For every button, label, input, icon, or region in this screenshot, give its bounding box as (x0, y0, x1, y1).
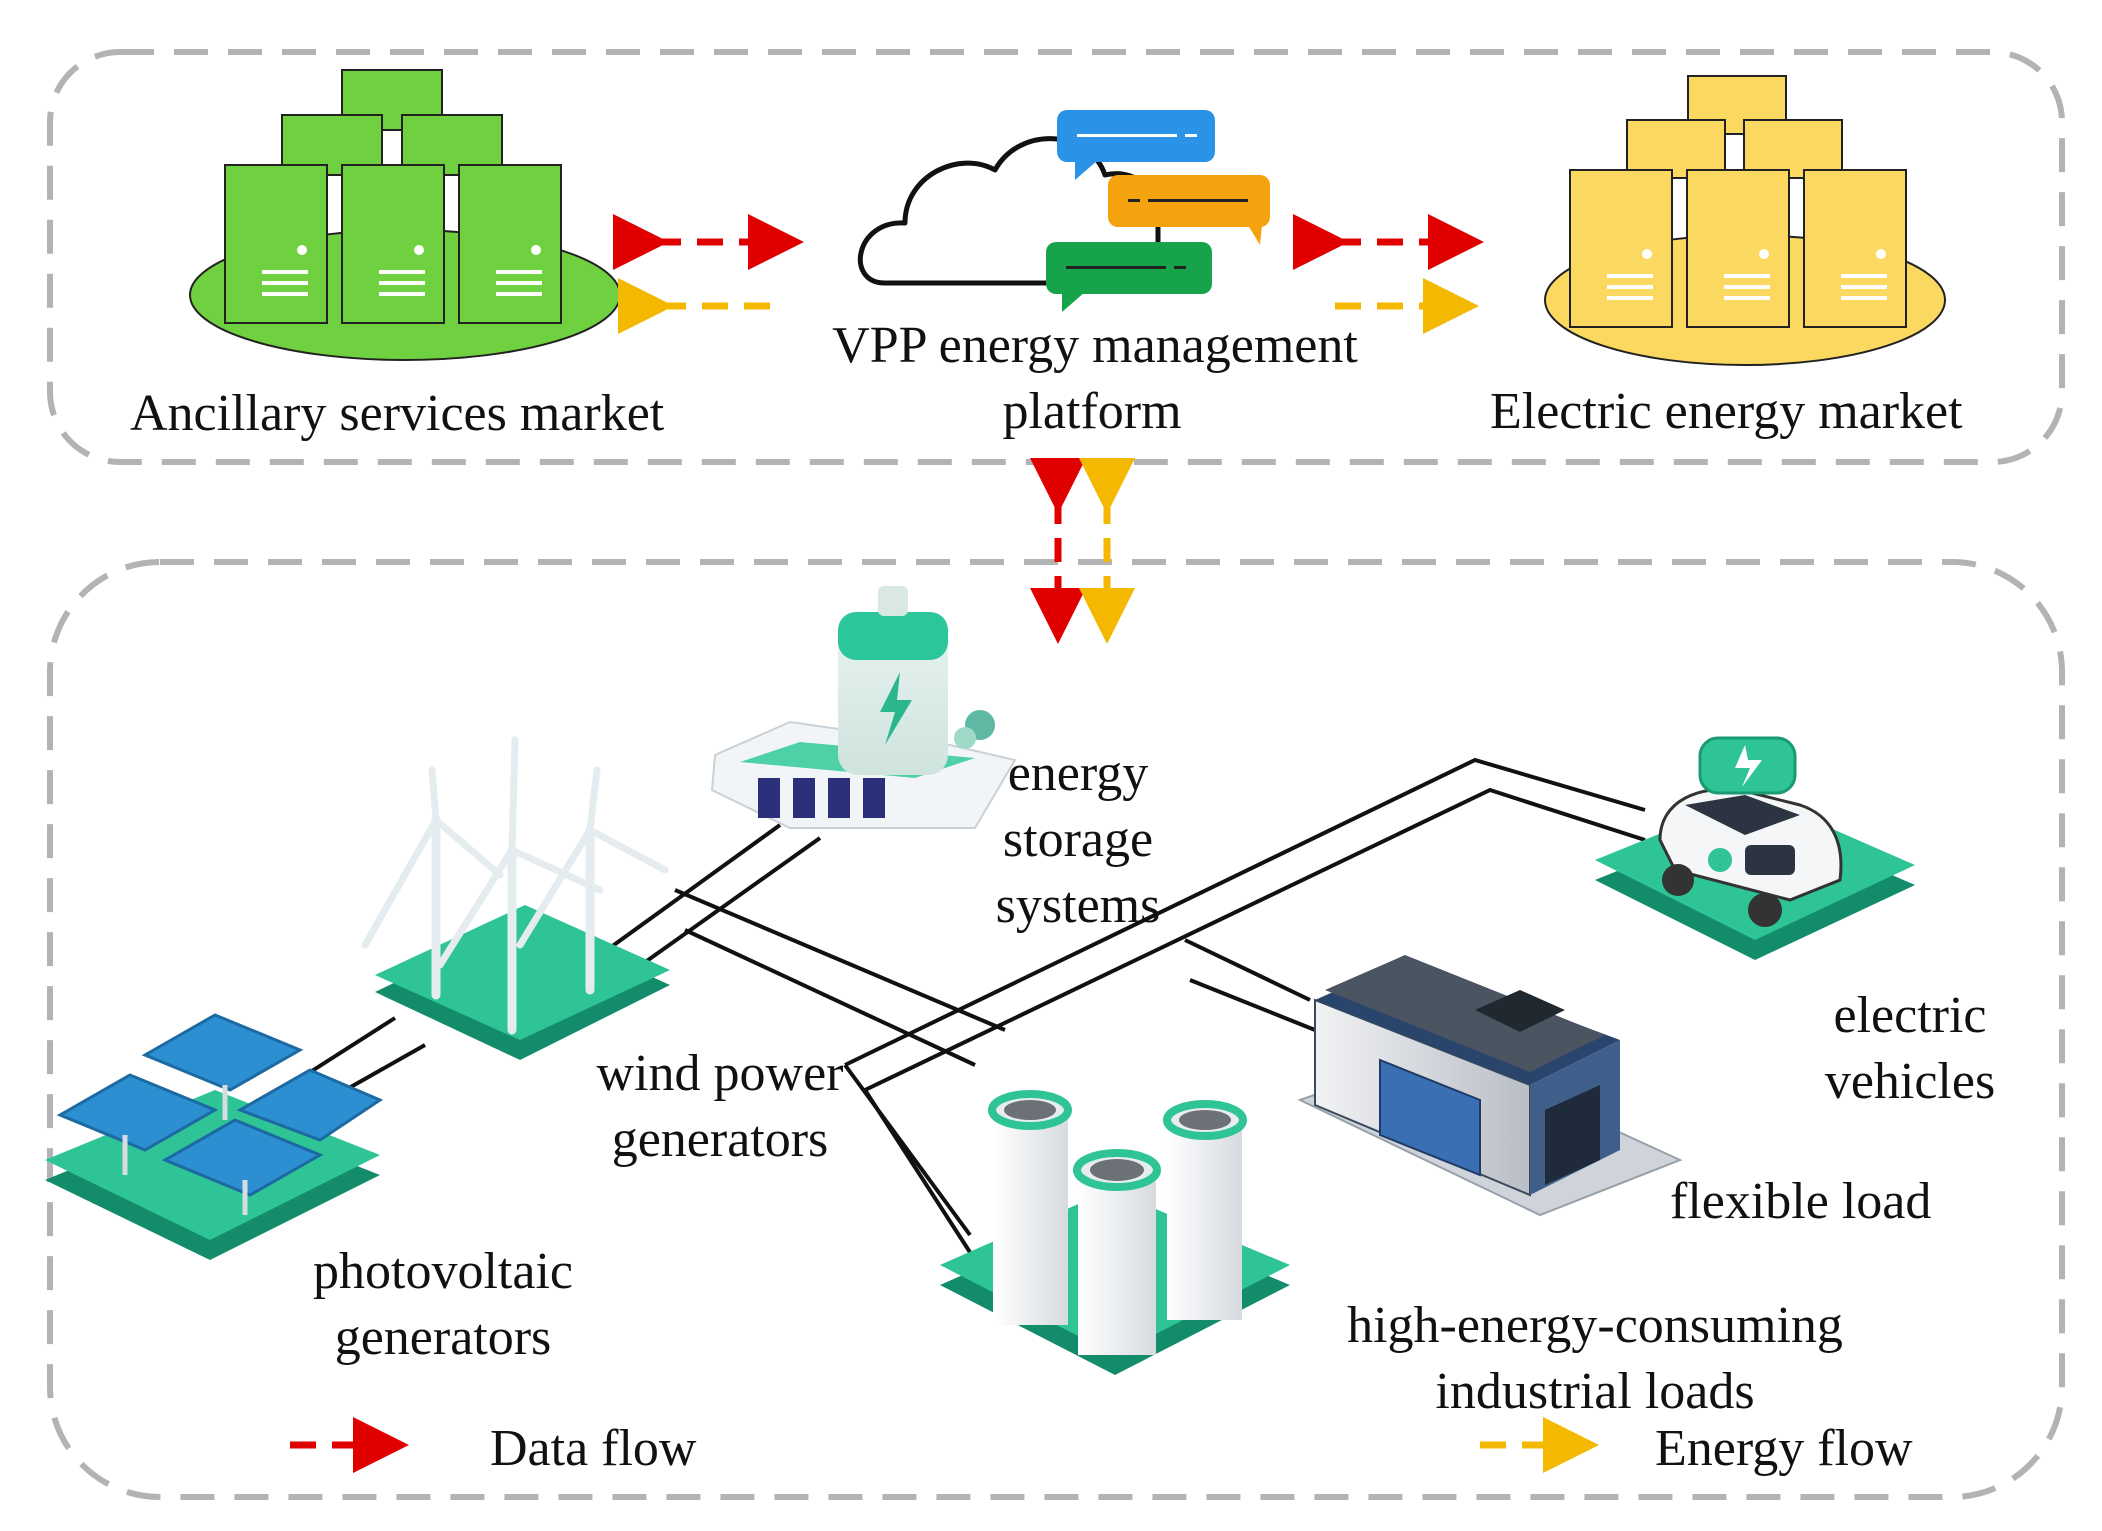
industrial-label-line2: industrial loads (1435, 1363, 1754, 1420)
vpp-platform-label-line1: VPP energy management (832, 317, 1358, 374)
building-icon (1297, 955, 1683, 1217)
ev-label-line1: electric (1834, 987, 1987, 1044)
vpp-platform-label-line2: platform (1002, 383, 1181, 440)
electric-market-label: Electric energy market (1490, 383, 1963, 440)
electric-vehicle-icon (1658, 736, 1843, 927)
legend-data-flow: Data flow (290, 1417, 697, 1477)
electric-market-server-cluster-icon (1544, 75, 1946, 366)
chat-bubbles-icon (1046, 110, 1270, 312)
power-lines (288, 757, 1646, 1262)
energy-storage-icon (710, 586, 1017, 829)
wind-turbine-platform-icon (375, 905, 670, 1060)
solar-panels-icon (56, 1013, 384, 1215)
legend-data-flow-label: Data flow (490, 1420, 697, 1477)
ev-label-line2: vehicles (1825, 1053, 1995, 1110)
wind-turbines-icon (361, 736, 669, 1035)
flexible-load-label: flexible load (1670, 1173, 1931, 1230)
ancillary-server-cluster-icon (189, 69, 621, 361)
energy-storage-label-line1: energy (1008, 745, 1149, 802)
wind-label-line1: wind power (597, 1045, 844, 1102)
pv-label-line1: photovoltaic (313, 1243, 573, 1300)
cooling-towers-icon (988, 1090, 1247, 1355)
industrial-label-line1: high-energy-consuming (1347, 1297, 1843, 1354)
energy-storage-label-line2: storage (1003, 811, 1153, 868)
energy-storage-label-line3: systems (996, 877, 1161, 934)
legend-energy-flow-label: Energy flow (1655, 1420, 1913, 1477)
pv-label-line2: generators (335, 1309, 552, 1366)
ancillary-market-label: Ancillary services market (130, 385, 665, 442)
wind-label-line2: generators (612, 1111, 829, 1168)
legend-energy-flow: Energy flow (1480, 1417, 1913, 1477)
